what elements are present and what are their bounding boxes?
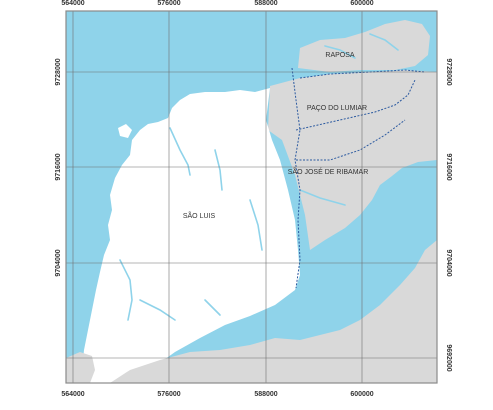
tick-bottom-564000: 564000 <box>61 391 84 398</box>
tick-right-9716000: 9716000 <box>445 153 452 180</box>
land-sao-luis <box>80 88 300 383</box>
land-east <box>268 70 437 250</box>
tick-right-9692000: 9692000 <box>445 344 452 371</box>
label-paco-do-lumiar: PAÇO DO LUMIAR <box>307 105 367 112</box>
land-south <box>110 240 437 383</box>
tick-top-588000: 588000 <box>254 0 277 7</box>
tick-top-576000: 576000 <box>157 0 180 7</box>
tick-left-9704000: 9704000 <box>55 249 62 276</box>
tick-bottom-600000: 600000 <box>350 391 373 398</box>
channels <box>119 33 399 321</box>
land-southwest <box>66 352 95 383</box>
tick-left-9716000: 9716000 <box>55 153 62 180</box>
land-island-small <box>118 124 132 138</box>
tick-bottom-576000: 576000 <box>157 391 180 398</box>
map-frame <box>65 10 438 384</box>
tick-right-9728000: 9728000 <box>445 58 452 85</box>
tick-right-9704000: 9704000 <box>445 249 452 276</box>
label-raposa: RAPOSA <box>325 52 355 59</box>
label-sao-luis: SÃO LUIS <box>183 211 216 220</box>
land-raposa <box>298 20 430 72</box>
tick-bottom-588000: 588000 <box>254 391 277 398</box>
tick-left-9728000: 9728000 <box>55 58 62 85</box>
tick-top-564000: 564000 <box>61 0 84 7</box>
label-sao-jose-de-ribamar: SÃO JOSÉ DE RIBAMAR <box>288 167 369 176</box>
tick-top-600000: 600000 <box>350 0 373 7</box>
grid-lines <box>66 11 437 383</box>
